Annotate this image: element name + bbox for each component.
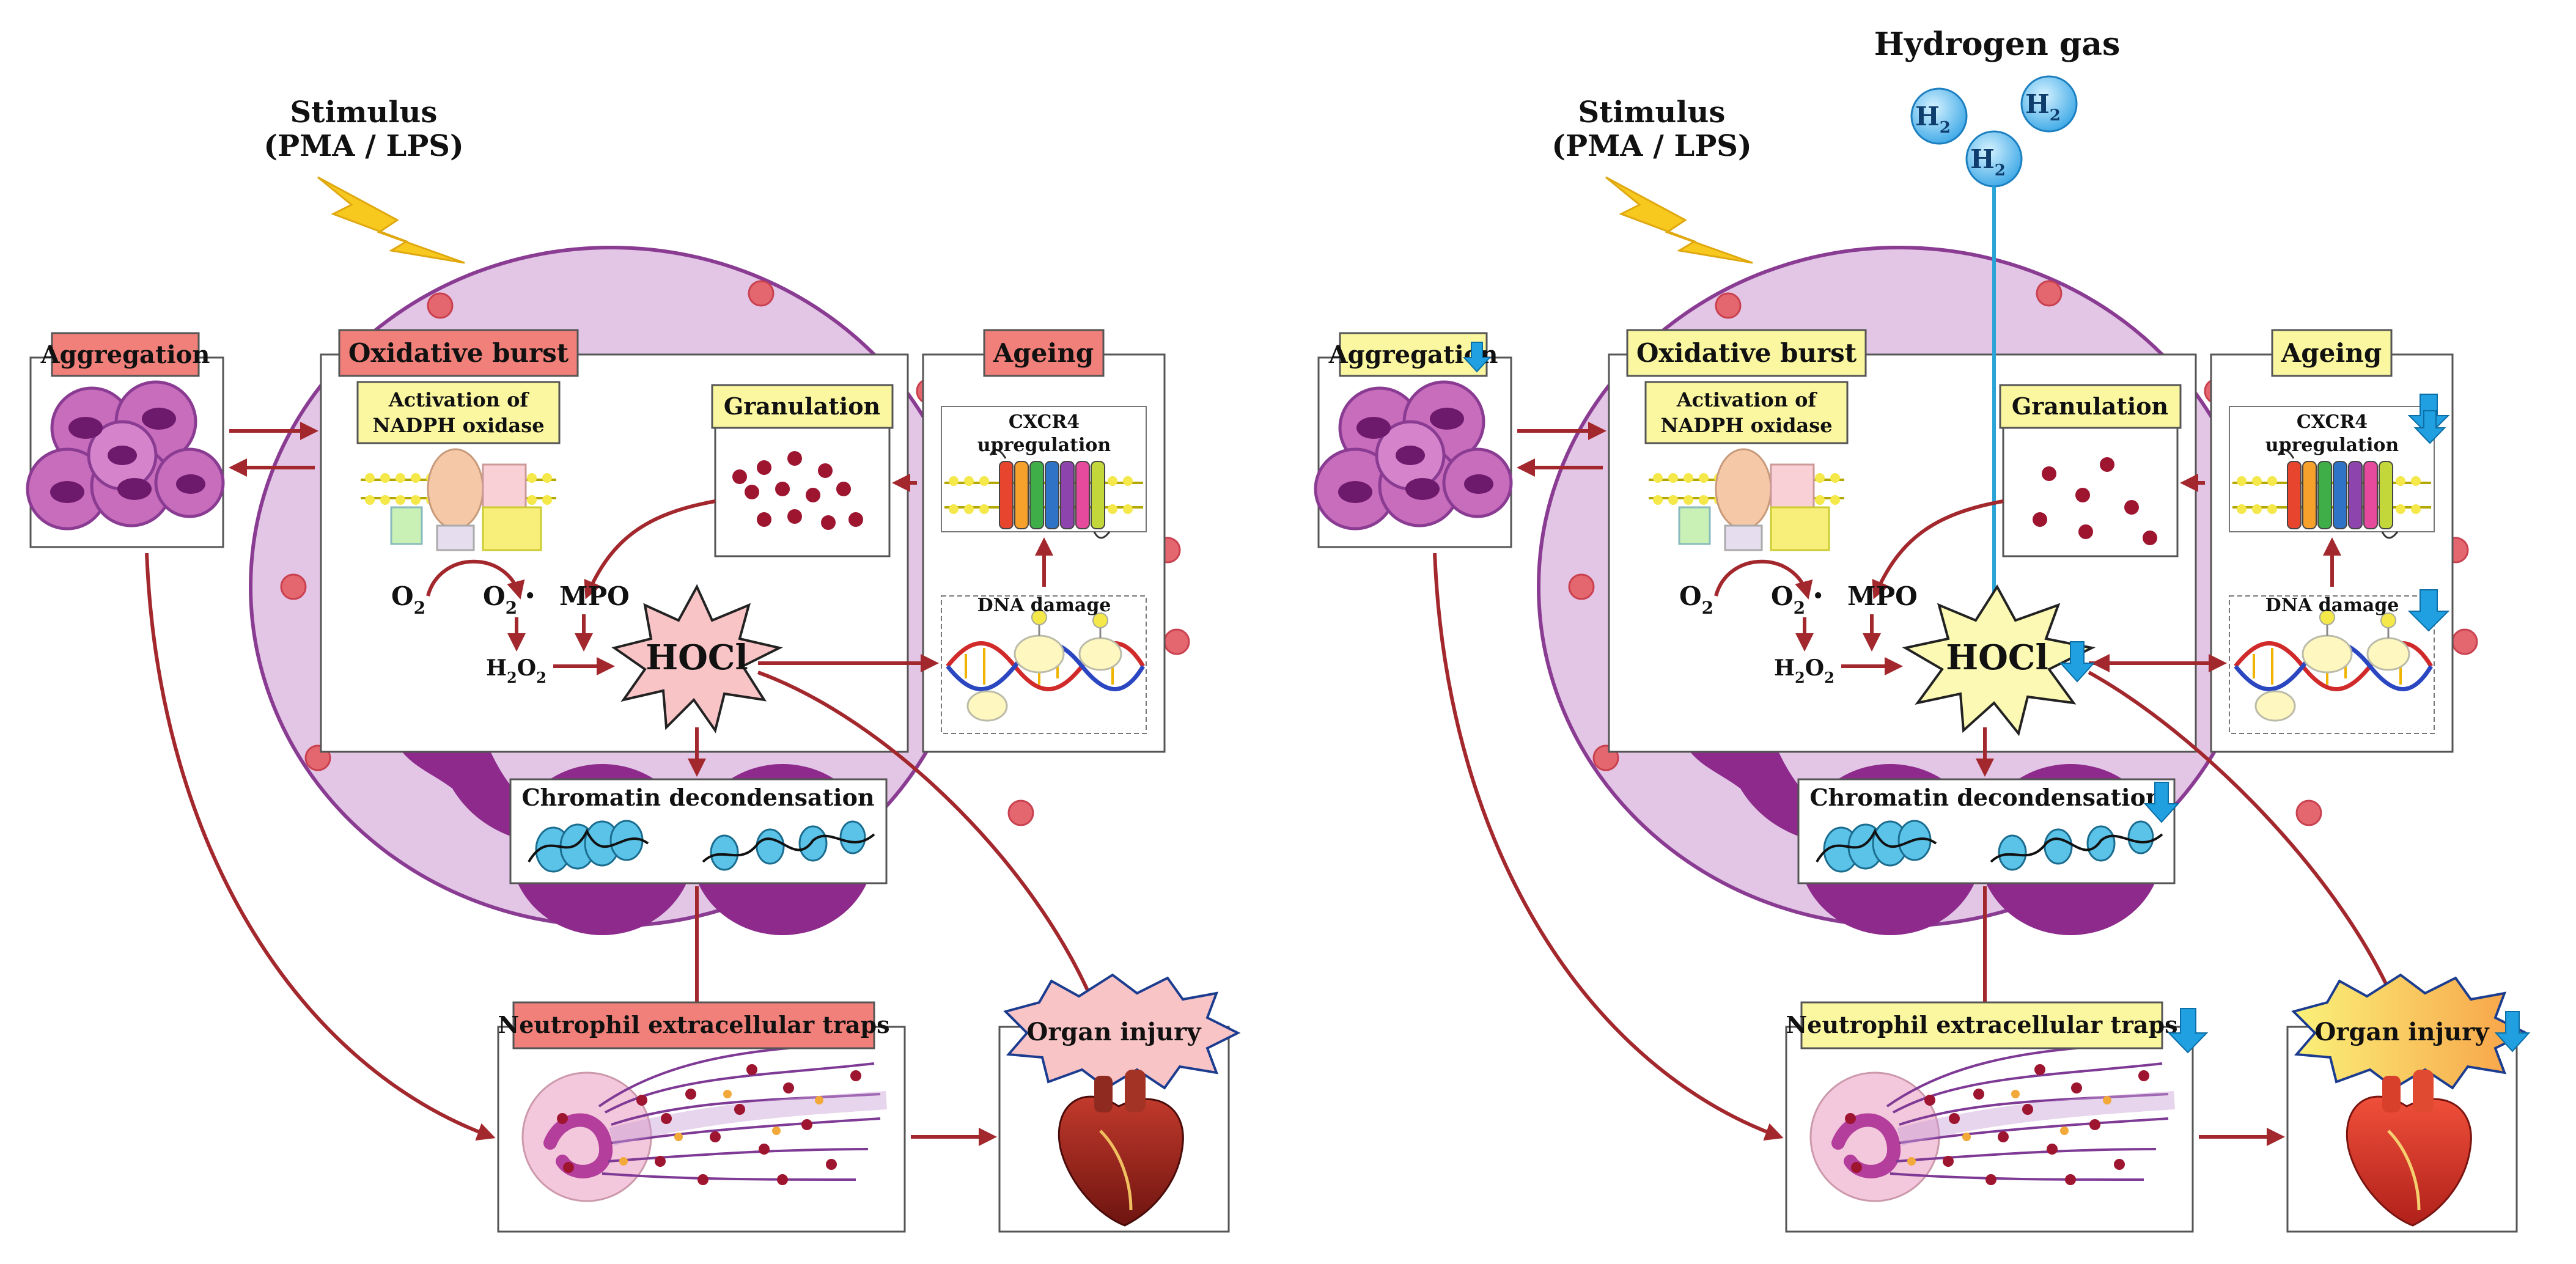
- ageing-label-box: [983, 329, 1105, 377]
- oxidative-burst-label: Oxidative burst: [348, 338, 569, 368]
- nadph-label-line2: NADPH oxidase: [1660, 414, 1832, 437]
- decrease-arrow-icons: [1462, 342, 2531, 1054]
- organ-injury-burst: [2291, 973, 2529, 1090]
- nets-label-box: [512, 1001, 875, 1049]
- mpo-label: MPO: [1847, 581, 1918, 611]
- hocl-label: HOCl: [646, 638, 748, 678]
- dna-damage-label: DNA damage: [977, 595, 1111, 616]
- left-panel: Stimulus (PMA / LPS) Aggregation Oxidati…: [28, 95, 1241, 1232]
- superoxide-label: O2・: [1771, 581, 1831, 618]
- nadph-label-line1: Activation of: [388, 388, 530, 411]
- decrease-arrow-icon-chromatin: [2143, 782, 2180, 823]
- cxcr4-label-line2: upregulation: [2265, 435, 2399, 456]
- ageing-label: Ageing: [993, 338, 1094, 368]
- cxcr4-label-line1: CXCR4: [1009, 411, 1080, 433]
- aggregation-label-box: [51, 332, 200, 377]
- nets-label-box: [1800, 1001, 2163, 1049]
- lightning-icon: [317, 176, 465, 264]
- decrease-arrow-icon-dna: [2407, 589, 2450, 632]
- nadph-label-box: [356, 381, 561, 444]
- heart-icon: [1058, 1070, 1184, 1227]
- granulation-label: Granulation: [2012, 392, 2168, 420]
- organ-injury-label: Organ injury: [2315, 1018, 2490, 1046]
- decrease-arrow-icon-hocl: [2059, 641, 2096, 683]
- h2o2-label: H2O2: [1774, 655, 1834, 686]
- decrease-arrow-icon-nets: [2167, 1008, 2209, 1054]
- nets-label: Neutrophil extracellular traps: [498, 1011, 889, 1038]
- organ-injury-burst: [1003, 973, 1241, 1090]
- granulation-label-box: [1999, 384, 2182, 429]
- h2-molecules: H2 H2 H2: [1910, 75, 2078, 188]
- hydrogen-gas-label: Hydrogen gas: [1874, 26, 2120, 63]
- oxidative-burst-label-box: [1626, 329, 1867, 377]
- organ-injury-label: Organ injury: [1027, 1018, 1202, 1046]
- right-panel: Stimulus (PMA / LPS) Hydrogen gas H2 H2 …: [1316, 26, 2531, 1232]
- hocl-burst: [1902, 584, 2096, 737]
- decrease-arrow-icon-cxcr4: [2413, 410, 2446, 444]
- stimulus-sub-label: (PMA / LPS): [263, 129, 463, 163]
- oxidative-burst-label-box: [338, 329, 579, 377]
- nadph-label-box: [1644, 381, 1849, 444]
- svg-text:H2: H2: [2025, 89, 2061, 125]
- chromatin-label: Chromatin decondensation: [1809, 784, 2162, 811]
- mpo-label: MPO: [559, 581, 630, 611]
- aggregation-label-box: [1339, 332, 1488, 377]
- nadph-label-line2: NADPH oxidase: [372, 414, 544, 437]
- svg-text:H2: H2: [1970, 144, 2006, 180]
- decrease-arrow-icon-aggregation: [1462, 342, 1492, 373]
- lightning-icon: [1605, 176, 1753, 264]
- aggregation-label: Aggregation: [40, 340, 210, 369]
- granulation-label-box: [711, 384, 894, 429]
- granules: [2033, 457, 2157, 545]
- o2-label: O2: [1679, 581, 1713, 618]
- ageing-label-box: [2271, 329, 2393, 377]
- superoxide-label: O2・: [483, 581, 543, 618]
- svg-text:H2: H2: [1915, 101, 1951, 137]
- oxidative-burst-label: Oxidative burst: [1636, 338, 1857, 368]
- h2o2-label: H2O2: [486, 655, 546, 686]
- granulation-label: Granulation: [724, 392, 880, 420]
- chromatin-label: Chromatin decondensation: [521, 784, 874, 811]
- ageing-label: Ageing: [2281, 338, 2382, 368]
- stimulus-label: Stimulus: [1578, 95, 1726, 130]
- cxcr4-label-line1: CXCR4: [2297, 411, 2368, 433]
- decrease-arrow-icon-organ: [2494, 1011, 2531, 1053]
- heart-icon: [2346, 1070, 2472, 1227]
- o2-label: O2: [391, 581, 425, 618]
- stimulus-label: Stimulus: [290, 95, 438, 130]
- granules: [732, 451, 863, 530]
- hocl-label: HOCl: [1946, 638, 2048, 678]
- nadph-label-line1: Activation of: [1676, 388, 1818, 411]
- nets-label: Neutrophil extracellular traps: [1786, 1011, 2177, 1038]
- dna-damage-label: DNA damage: [2265, 595, 2399, 616]
- hocl-burst: [611, 584, 783, 733]
- stimulus-sub-label: (PMA / LPS): [1551, 129, 1751, 163]
- cxcr4-label-line2: upregulation: [977, 435, 1111, 456]
